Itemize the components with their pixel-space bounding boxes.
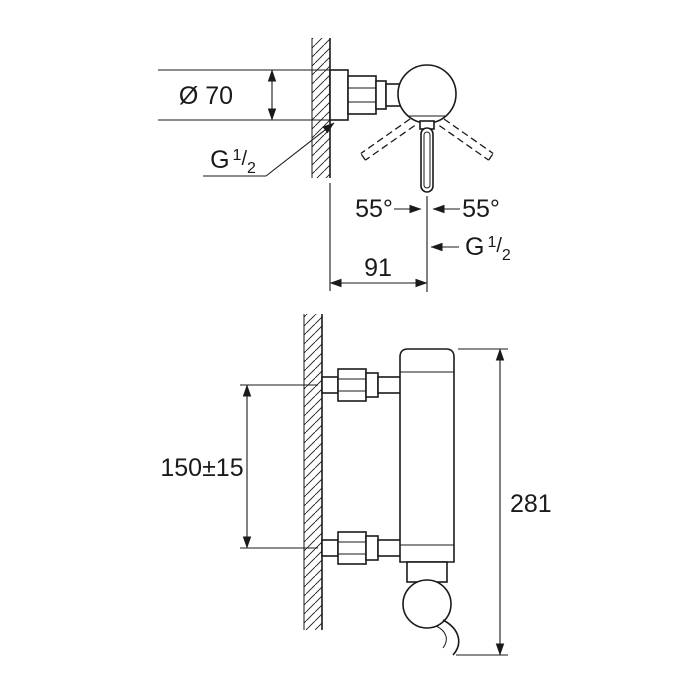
lever-swing-range: 55° 55°: [355, 118, 500, 292]
valve-body-round: [397, 64, 457, 124]
front-view: 150±15 281: [160, 314, 552, 656]
dim-overall-height: 281: [456, 348, 552, 656]
dim-escutcheon-diameter: Ø 70: [158, 69, 346, 121]
wall-section-side: [311, 38, 331, 178]
union-neck: [377, 376, 403, 394]
dim-connection-spacing-text: 150±15: [160, 454, 243, 482]
union-nut: [337, 531, 367, 565]
lever-handle-inner: [423, 131, 431, 189]
union-ring: [365, 372, 379, 398]
body-lower-neck: [406, 561, 448, 583]
lever-swing-left-cap: [360, 153, 366, 161]
body-outline: [399, 348, 455, 563]
valve-assembly: [329, 64, 457, 193]
leader-arrow: [265, 122, 335, 177]
dim-angle-right: 55°: [462, 195, 500, 223]
dim-angle-left: 55°: [355, 195, 393, 223]
inlet-union-top: [321, 368, 403, 402]
union-ring: [365, 535, 379, 561]
wall-section-front: [303, 314, 323, 630]
escutcheon: [329, 69, 349, 121]
wall-hatch: [312, 38, 330, 178]
thread-slash: /: [496, 235, 502, 257]
outlet-spout-inner-curve: [435, 625, 447, 649]
union-nut: [337, 368, 367, 402]
wall-hatch: [304, 314, 322, 630]
dim-projection: 91: [329, 183, 428, 291]
thread-den: 2: [247, 160, 256, 177]
inlet-union-bottom: [321, 531, 403, 565]
lever-swing-right-cap: [488, 153, 494, 161]
dim-projection-text: 91: [364, 254, 392, 282]
inlet-pipe: [321, 376, 339, 394]
outlet-spout-curve: [442, 619, 460, 656]
lever-swing-right-dashed: [439, 125, 489, 161]
lever-swing-left-dashed: [365, 125, 415, 161]
dim-connection-spacing: 150±15: [160, 384, 318, 549]
thread-slash: /: [241, 148, 247, 170]
inlet-pipe: [321, 539, 339, 557]
dim-escutcheon-diameter-text: Ø 70: [179, 82, 233, 110]
union-ring: [375, 80, 387, 110]
thread-num: 1: [233, 147, 242, 164]
lever-swing-left-dashed: [360, 118, 411, 155]
lever-handle: [420, 127, 434, 193]
shower-outlet-ball: [402, 579, 452, 629]
thread-den: 2: [502, 247, 511, 264]
thread-g: G: [465, 233, 484, 261]
lever-swing-right-dashed: [443, 118, 494, 155]
thread-num: 1: [487, 234, 496, 251]
mixer-body: [399, 348, 460, 656]
thread-g: G: [210, 146, 229, 174]
dim-overall-height-text: 281: [510, 490, 552, 518]
union-nut: [347, 75, 377, 115]
union-neck: [377, 539, 403, 557]
